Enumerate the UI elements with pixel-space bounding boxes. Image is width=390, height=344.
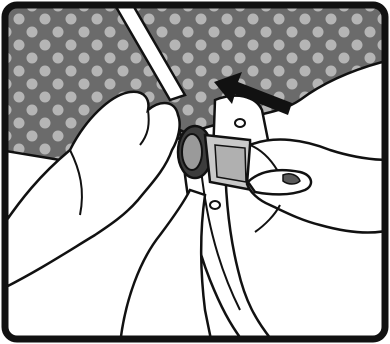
clip-dial-inner xyxy=(182,134,202,170)
clip-face xyxy=(215,145,246,182)
clip-hole-top xyxy=(235,119,245,127)
clip-hole-bottom xyxy=(210,201,220,209)
